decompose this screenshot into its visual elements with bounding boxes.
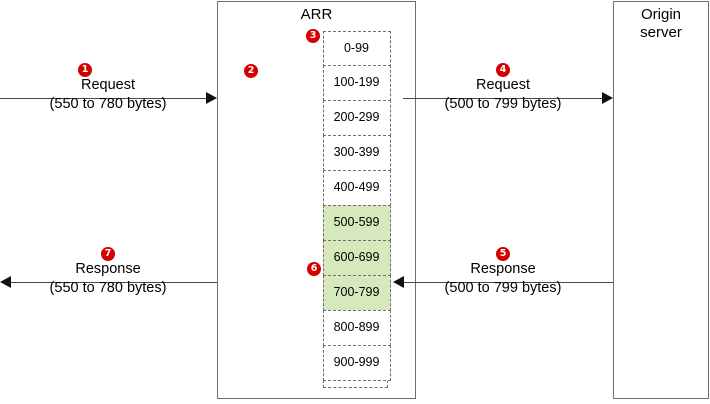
step-badge-1: 1 [78, 63, 92, 77]
cache-block-4: 400-499 [322, 170, 391, 206]
cache-block-9: 900-999 [322, 345, 391, 381]
client-response-label: Response (550 to 780 bytes) [18, 260, 198, 298]
origin-request-label: Request (500 to 799 bytes) [413, 76, 593, 114]
step-badge-2: 2 [244, 64, 258, 78]
origin-response-label-line1: Response [470, 261, 536, 277]
cache-block-2: 200-299 [322, 100, 391, 136]
origin-server-label-line1: Origin [640, 6, 681, 23]
cache-block-8: 800-899 [322, 310, 391, 346]
cache-block-3: 300-399 [322, 135, 391, 171]
cache-block-0: 0-99 [322, 30, 391, 67]
client-request-arrow-line [0, 98, 206, 99]
step-badge-6: 6 [307, 262, 321, 276]
origin-request-arrow-line [403, 98, 604, 99]
step-badge-7: 7 [101, 247, 115, 261]
origin-server-node [613, 1, 709, 399]
origin-response-arrow-line [404, 282, 613, 283]
origin-request-label-line1: Request [475, 77, 530, 93]
origin-response-label-line2: (500 to 799 bytes) [444, 280, 562, 296]
client-response-label-line1: Response [75, 261, 141, 277]
step-badge-3: 3 [306, 29, 320, 43]
cache-block-5: 500-599 [322, 205, 391, 241]
origin-response-label: Response (500 to 799 bytes) [413, 260, 593, 298]
client-request-label: Request (550 to 780 bytes) [18, 76, 198, 114]
cache-block-7: 700-799 [322, 275, 391, 311]
cache-block-6: 600-699 [322, 240, 391, 276]
client-request-arrow-head [206, 92, 217, 104]
cache-column: 0-99 100-199 200-299 300-399 400-499 500… [322, 30, 391, 388]
client-request-label-line1: Request [80, 77, 135, 93]
step-badge-4: 4 [496, 63, 510, 77]
origin-server-label-line2: server [640, 24, 682, 41]
origin-response-arrow-head [393, 276, 404, 288]
origin-request-arrow-head [602, 92, 613, 104]
client-request-label-line2: (550 to 780 bytes) [49, 96, 167, 112]
origin-request-label-line2: (500 to 799 bytes) [444, 96, 562, 112]
arr-title: ARR [300, 6, 333, 23]
client-response-arrow-head [0, 276, 11, 288]
client-response-label-line2: (550 to 780 bytes) [49, 280, 167, 296]
client-response-arrow-line [11, 282, 217, 283]
step-badge-5: 5 [496, 247, 510, 261]
cache-block-1: 100-199 [322, 65, 391, 101]
